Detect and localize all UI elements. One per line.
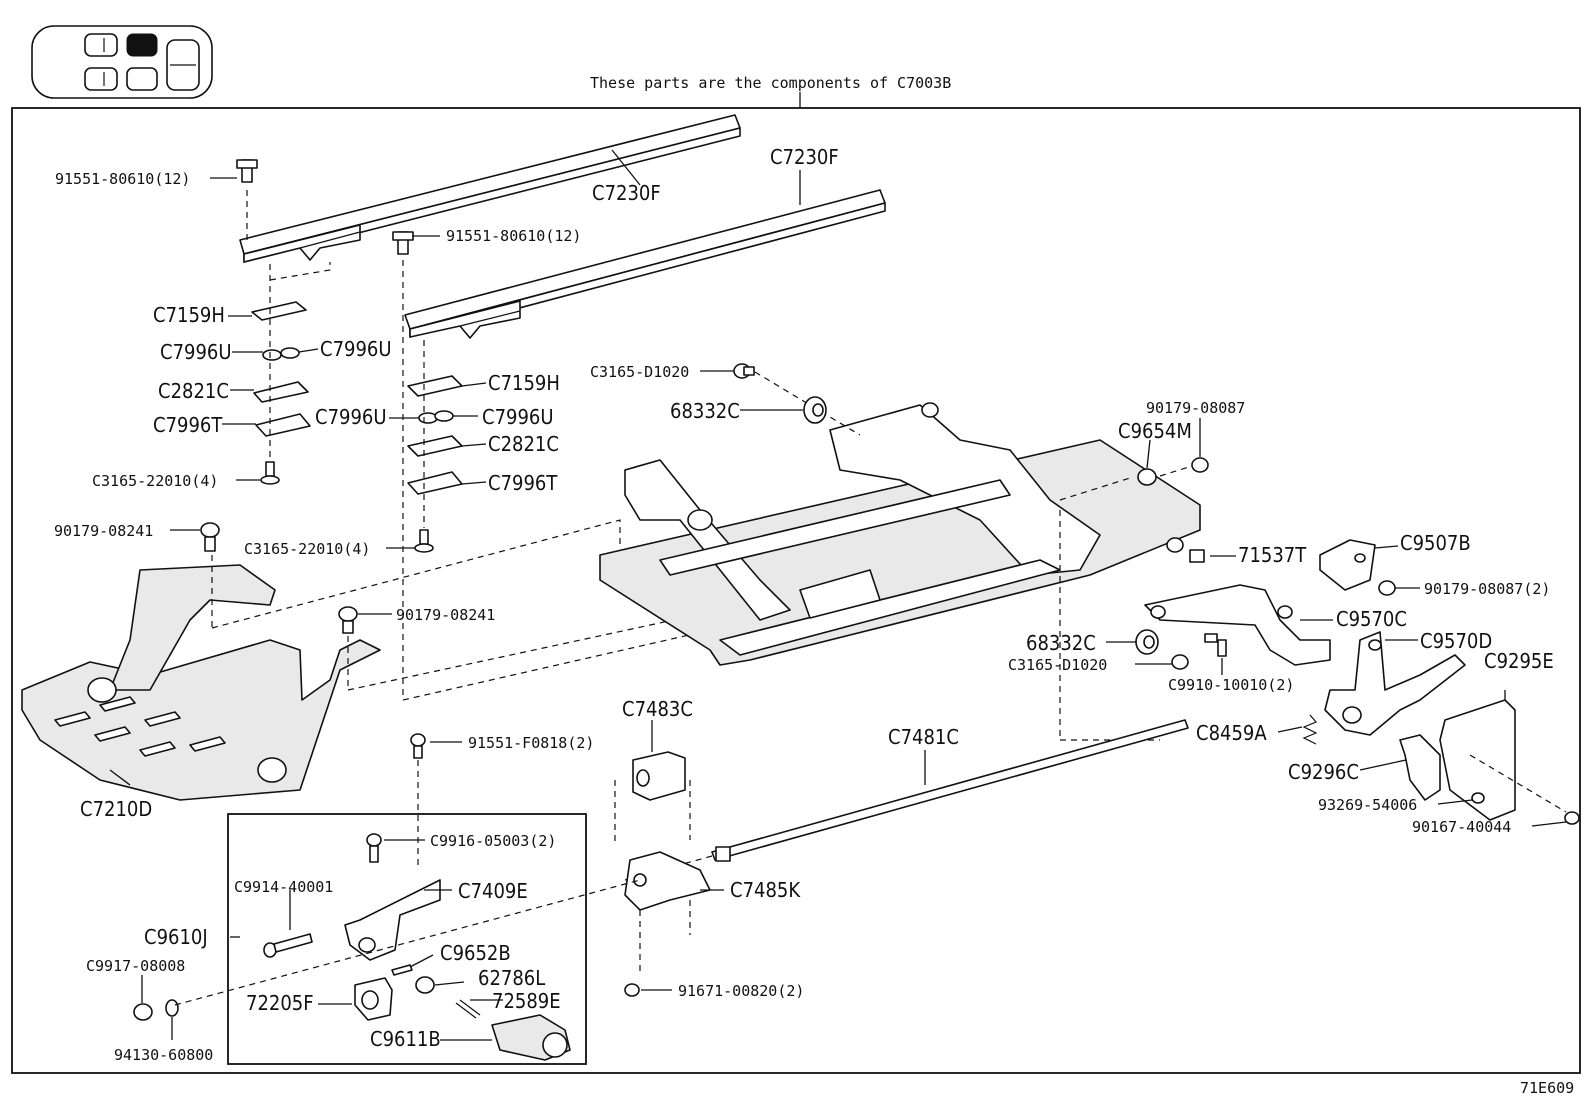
label-c3165-22010-right[interactable]: C3165-22010(4)	[244, 540, 370, 558]
nut-62786l	[415, 976, 435, 994]
bracket-c9507b	[1319, 539, 1376, 591]
label-c9610j[interactable]: C9610J	[144, 925, 208, 949]
screw-93269-54006	[1471, 792, 1485, 804]
label-72589e[interactable]: 72589E	[492, 989, 561, 1013]
bracket-c7409e	[344, 879, 441, 961]
label-c2821c-left[interactable]: C2821C	[158, 379, 229, 403]
label-c9570c[interactable]: C9570C	[1336, 607, 1407, 631]
nut-c9654m	[1137, 468, 1157, 486]
label-c7481c[interactable]: C7481C	[888, 725, 959, 749]
label-c9611b[interactable]: C9611B	[370, 1027, 441, 1051]
label-c9295e[interactable]: C9295E	[1484, 649, 1554, 673]
seat-frame-lower	[21, 564, 381, 801]
label-91551-80610-mid[interactable]: 91551-80610(12)	[446, 227, 581, 245]
label-c7483c[interactable]: C7483C	[622, 697, 693, 721]
label-c2821c-right[interactable]: C2821C	[488, 432, 559, 456]
shaft-72589e	[455, 999, 481, 1019]
cover-c9296c	[1399, 734, 1441, 801]
bolt-91551-f0818	[410, 733, 426, 870]
motor-group-frame	[227, 813, 587, 1065]
label-91551-80610-top[interactable]: 91551-80610(12)	[55, 170, 190, 188]
diagram-id: 71E609	[1520, 1079, 1574, 1097]
label-c7996u-right-1[interactable]: C7996U	[315, 405, 387, 429]
label-93269-54006[interactable]: 93269-54006	[1318, 796, 1417, 814]
label-90179-08241-b[interactable]: 90179-08241	[396, 606, 495, 624]
label-90179-08087[interactable]: 90179-08087	[1146, 399, 1245, 417]
label-c7159h-left[interactable]: C7159H	[153, 303, 225, 327]
label-c7230f-a[interactable]: C7230F	[592, 181, 661, 205]
bolt-91671-00820	[624, 983, 640, 997]
label-62786l[interactable]: 62786L	[478, 966, 545, 990]
bracket-71537t	[1189, 549, 1205, 563]
label-c7159h-right[interactable]: C7159H	[488, 371, 560, 395]
label-90179-08241-a[interactable]: 90179-08241	[54, 522, 153, 540]
label-91551-f0818[interactable]: 91551-F0818(2)	[468, 734, 594, 752]
diagram-frame	[11, 107, 1581, 1074]
left-bolt-stack	[236, 159, 331, 485]
label-c9917-08008[interactable]: C9917-08008	[86, 957, 185, 975]
lever-c9570d	[1324, 631, 1466, 736]
bolt-90179-08087	[1159, 457, 1209, 477]
seat-track-rail-lower	[404, 189, 886, 339]
cover-c9295e	[1439, 699, 1516, 821]
label-c8459a[interactable]: C8459A	[1196, 721, 1267, 745]
label-71537t[interactable]: 71537T	[1238, 543, 1307, 567]
spring-c8459a	[1302, 714, 1318, 745]
bolt-c9914	[263, 933, 313, 958]
label-90167-40044[interactable]: 90167-40044	[1412, 818, 1511, 836]
bushing-68332c-bot	[1135, 629, 1159, 655]
right-bolt-stack	[392, 231, 721, 701]
label-c7485k[interactable]: C7485K	[730, 878, 801, 902]
leader-lines	[109, 149, 1567, 1041]
label-68332c-bot[interactable]: 68332C	[1026, 631, 1096, 655]
bolt-c3165-d1020-bot	[1171, 654, 1189, 670]
header-note: These parts are the components of C7003B	[590, 74, 951, 92]
label-c7996u-right-2[interactable]: C7996U	[482, 405, 554, 429]
label-c7230f-b[interactable]: C7230F	[770, 145, 839, 169]
label-c9570d[interactable]: C9570D	[1420, 629, 1492, 653]
bolt-c9916	[366, 833, 382, 863]
label-c9916-05003[interactable]: C9916-05003(2)	[430, 832, 556, 850]
label-90179-08087-2[interactable]: 90179-08087(2)	[1424, 580, 1550, 598]
bolt-c3165-d1020-top	[733, 363, 755, 379]
label-c7996t-left[interactable]: C7996T	[153, 413, 223, 437]
label-c7996u-left-2[interactable]: C7996U	[320, 337, 392, 361]
bushing-68332c-top	[803, 396, 827, 424]
bolt-90179-08241-b	[338, 606, 358, 634]
label-c7996u-left-1[interactable]: C7996U	[160, 340, 232, 364]
gear-72205f	[354, 977, 393, 1021]
nut-c9917-08008	[133, 1003, 153, 1021]
label-c7210d[interactable]: C7210D	[80, 797, 152, 821]
label-c3165-22010-left[interactable]: C3165-22010(4)	[92, 472, 218, 490]
label-94130-60800[interactable]: 94130-60800	[114, 1046, 213, 1064]
label-c9507b[interactable]: C9507B	[1400, 531, 1471, 555]
washer-94130-60800	[165, 999, 179, 1017]
label-c7409e[interactable]: C7409E	[458, 879, 528, 903]
label-68332c-top[interactable]: 68332C	[670, 399, 740, 423]
label-c7996t-right[interactable]: C7996T	[488, 471, 558, 495]
bracket-c7485k	[624, 851, 711, 911]
label-c3165-d1020-bot[interactable]: C3165-D1020	[1008, 656, 1107, 674]
nut-90179-08087-2	[1378, 580, 1396, 596]
label-c9914-40001[interactable]: C9914-40001	[234, 878, 333, 896]
bolt-c9910-10010	[1204, 633, 1227, 657]
seat-location-icon	[31, 25, 213, 99]
label-91671-00820[interactable]: 91671-00820(2)	[678, 982, 804, 1000]
label-72205f[interactable]: 72205F	[246, 991, 314, 1015]
label-c9910-10010[interactable]: C9910-10010(2)	[1168, 676, 1294, 694]
block-c7483c	[632, 751, 686, 801]
link-c9570c	[1144, 584, 1331, 666]
label-c3165-d1020-top[interactable]: C3165-D1020	[590, 363, 689, 381]
seat-frame-assembly	[599, 402, 1201, 741]
label-c9654m[interactable]: C9654M	[1118, 419, 1192, 443]
motor-c9611b	[491, 1014, 571, 1061]
screw-90167-40044	[1469, 754, 1580, 825]
torque-shaft-c7481c	[711, 719, 1189, 862]
seat-track-rail-upper	[239, 114, 741, 263]
pin-c9652b	[391, 964, 413, 976]
bolt-90179-08241-a	[200, 522, 220, 552]
label-c9296c[interactable]: C9296C	[1288, 760, 1359, 784]
label-c9652b[interactable]: C9652B	[440, 941, 511, 965]
